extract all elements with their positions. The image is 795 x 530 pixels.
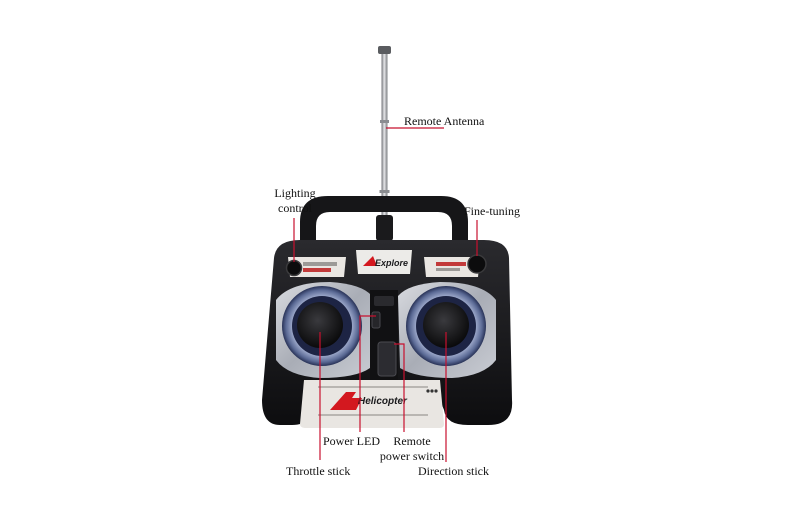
power-led-callout <box>359 315 376 432</box>
lighting-label-line2: control <box>278 201 312 215</box>
lighting-control-button[interactable] <box>285 259 303 277</box>
fine-tuning-label: Fine-tuning <box>464 204 520 218</box>
power-switch-label-line1: Remote <box>393 434 431 448</box>
power-switch[interactable] <box>377 341 397 377</box>
fine-tuning-knob[interactable] <box>467 254 487 274</box>
antenna <box>376 46 393 241</box>
antenna-label: Remote Antenna <box>404 114 485 128</box>
throttle-stick[interactable] <box>297 302 343 348</box>
bottom-plate: Helicopter <box>300 380 444 428</box>
brand-logo-text: Explore <box>375 258 408 268</box>
power-switch-callout <box>394 343 405 432</box>
direction-stick-label: Direction stick <box>418 464 489 478</box>
brand-plate: Explore <box>356 250 412 274</box>
lighting-control-label: Lighting control <box>266 186 324 216</box>
lighting-label-line1: Lighting <box>274 186 316 200</box>
power-led-label: Power LED <box>323 434 380 448</box>
trim-plate <box>424 257 480 277</box>
carry-handle <box>300 196 468 246</box>
direction-stick[interactable] <box>423 302 469 348</box>
plate-title: Helicopter <box>358 396 408 407</box>
throttle-stick-label: Throttle stick <box>286 464 351 478</box>
callout-lines <box>293 127 478 462</box>
power-switch-label: Remote power switch <box>376 434 448 464</box>
power-switch-label-line2: power switch <box>379 449 445 463</box>
lighting-plate <box>288 257 346 277</box>
power-led <box>371 311 381 329</box>
